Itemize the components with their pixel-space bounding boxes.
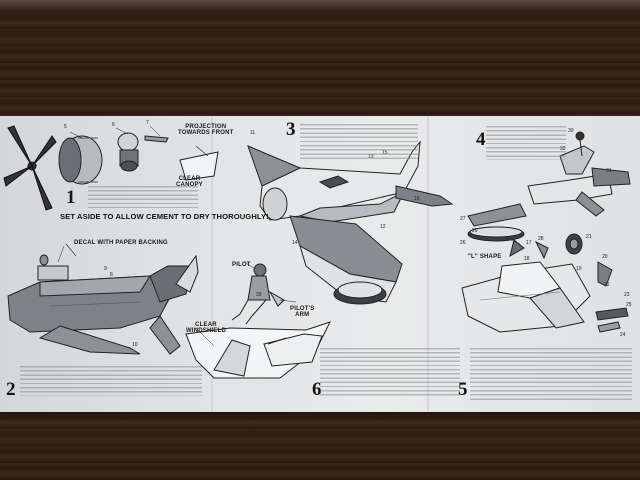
part-number: 33 bbox=[256, 292, 262, 298]
part-number: 20 bbox=[602, 254, 608, 260]
fuselage-wing-drawing bbox=[247, 140, 454, 223]
wood-background-bottom bbox=[0, 412, 640, 480]
landing-gear-drawing bbox=[565, 233, 629, 333]
canopy-part-drawing bbox=[179, 151, 219, 181]
engine-cowling-drawing bbox=[58, 135, 103, 185]
label-decal: DECAL WITH PAPER BACKING bbox=[74, 240, 168, 246]
wood-background-top bbox=[0, 12, 640, 116]
step-1-instructions bbox=[88, 186, 198, 208]
part-number: 29 bbox=[472, 228, 478, 234]
tail-assembly-drawing bbox=[527, 131, 631, 217]
part-number: 19 bbox=[576, 266, 582, 272]
label-pilot: PILOT bbox=[232, 262, 251, 268]
part-number: 22 bbox=[604, 282, 610, 288]
part-number: 25 bbox=[626, 302, 632, 308]
part-number: 9 bbox=[104, 266, 107, 272]
lower-wing-drawing bbox=[289, 215, 403, 305]
canopy-parts-step4-drawing bbox=[467, 203, 549, 260]
part-number: 11 bbox=[250, 130, 256, 136]
step-4-instructions bbox=[486, 126, 566, 160]
pilot-figure-drawing bbox=[231, 263, 285, 325]
part-number: 8 bbox=[110, 272, 113, 278]
step-6-instructions bbox=[320, 348, 460, 398]
shelf-top-edge bbox=[0, 0, 640, 12]
propeller-drawing bbox=[3, 125, 57, 211]
part-number: 16 bbox=[414, 196, 420, 202]
part-number: 24 bbox=[620, 332, 626, 338]
wing-underside-drawing bbox=[461, 261, 591, 333]
part-number: 6 bbox=[112, 122, 115, 128]
part-number: 23 bbox=[624, 292, 630, 298]
step-number-3: 3 bbox=[286, 119, 296, 140]
label-l-shape: "L" SHAPE bbox=[468, 254, 502, 260]
label-clear-canopy: CLEARCANOPY bbox=[176, 176, 203, 188]
part-number: 21 bbox=[586, 234, 592, 240]
part-number: 30 bbox=[568, 128, 574, 134]
part-number: 5 bbox=[64, 124, 67, 130]
step-number-6: 6 bbox=[312, 379, 322, 400]
part-number: 18 bbox=[524, 256, 530, 262]
step-number-1: 1 bbox=[66, 187, 76, 208]
step-5-instructions bbox=[470, 348, 632, 402]
part-number: 12 bbox=[380, 224, 386, 230]
part-number: 26 bbox=[460, 240, 466, 246]
leader-lines bbox=[57, 125, 521, 347]
fuselage-assembly-drawing bbox=[7, 254, 199, 355]
part-number: 7 bbox=[146, 120, 149, 126]
cockpit-canopy-drawing bbox=[185, 321, 331, 379]
instruction-drawings bbox=[3, 116, 631, 412]
step-2-instructions bbox=[20, 366, 202, 396]
step-number-5: 5 bbox=[458, 379, 468, 400]
label-set-aside: SET ASIDE TO ALLOW CEMENT TO DRY THOROUG… bbox=[60, 212, 269, 221]
step-number-4: 4 bbox=[476, 129, 486, 150]
part-number: 31 bbox=[606, 168, 612, 174]
part-number: 28 bbox=[538, 236, 544, 242]
part-number: 14 bbox=[292, 240, 298, 246]
part-number: 27 bbox=[460, 216, 466, 222]
step-number-2: 2 bbox=[6, 379, 16, 400]
part-number: 17 bbox=[526, 240, 532, 246]
step-3-instructions bbox=[300, 124, 418, 160]
cockpit-parts-drawing bbox=[37, 243, 77, 281]
engine-parts-drawing bbox=[117, 132, 169, 172]
part-number: 10 bbox=[132, 342, 138, 348]
